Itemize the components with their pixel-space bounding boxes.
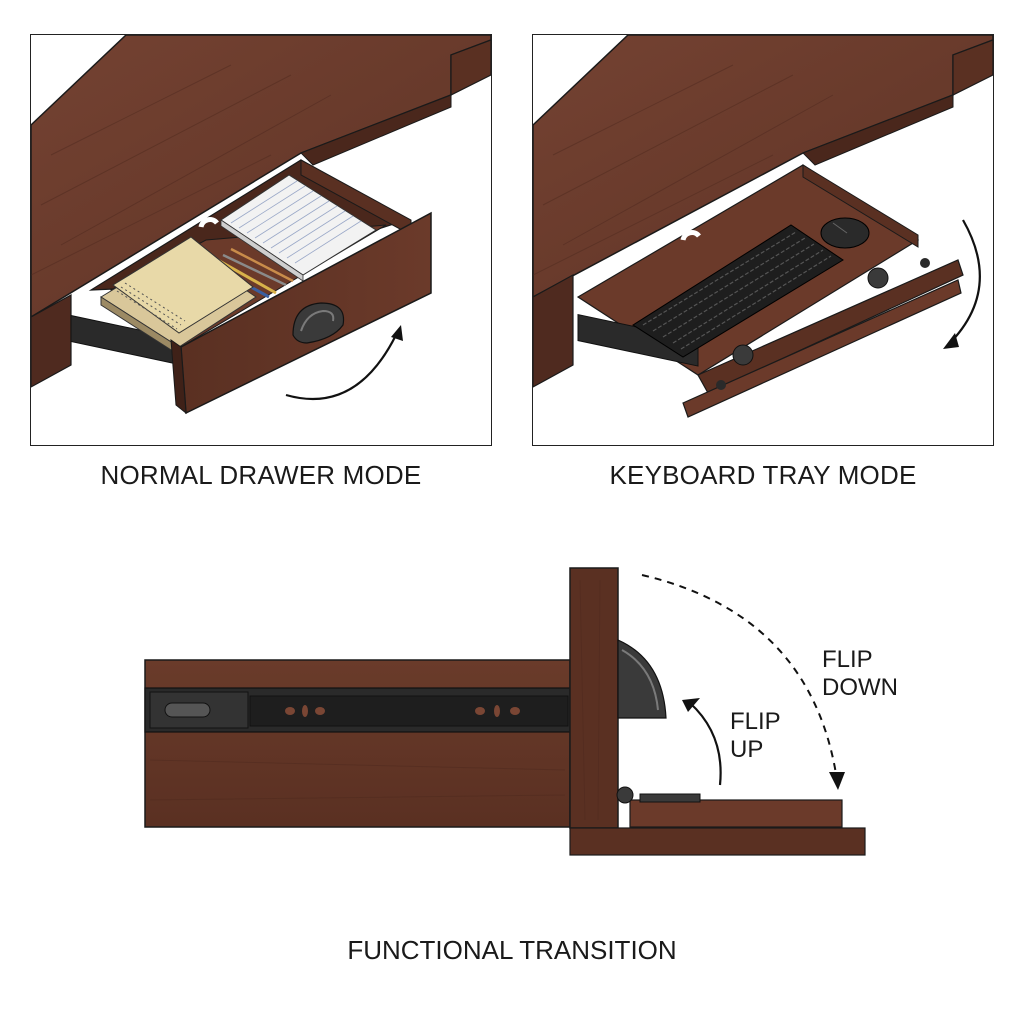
flip-down-label: FLIP DOWN [822, 646, 898, 701]
flip-arrow [947, 219, 981, 346]
flipped-tray-top [629, 799, 843, 828]
keyboard-tray-caption: KEYBOARD TRAY MODE [609, 460, 917, 490]
mouse [820, 217, 870, 249]
flipped-front-panel [697, 259, 964, 394]
cup-handle [617, 639, 667, 719]
hinge-icon [867, 267, 889, 289]
spiral-notebook [100, 236, 257, 356]
hinge-icon [616, 786, 634, 804]
keyboard-tray-illustration [533, 35, 993, 418]
front-panel-upright [569, 567, 619, 829]
lined-notepad [220, 174, 377, 282]
functional-transition-diagram [144, 567, 866, 856]
normal-drawer-caption: NORMAL DRAWER MODE [100, 460, 422, 490]
flip-up-label: FLIP UP [730, 708, 781, 763]
open-arrow [285, 334, 397, 401]
keyboard-tray-panel [532, 34, 994, 446]
normal-drawer-panel [30, 34, 492, 446]
drawer-side-body [144, 659, 571, 828]
normal-drawer-illustration [31, 35, 491, 415]
tray-base [569, 827, 866, 856]
tray-lip [682, 279, 962, 418]
desk-apron [450, 39, 491, 96]
cup-handle [292, 302, 345, 344]
hinge-icon [732, 344, 754, 366]
flip-down-arrow [641, 574, 838, 781]
functional-transition-caption: FUNCTIONAL TRANSITION [347, 935, 677, 965]
flip-up-arrow [689, 702, 722, 786]
desk-apron [952, 39, 993, 96]
keyboard [632, 224, 844, 358]
